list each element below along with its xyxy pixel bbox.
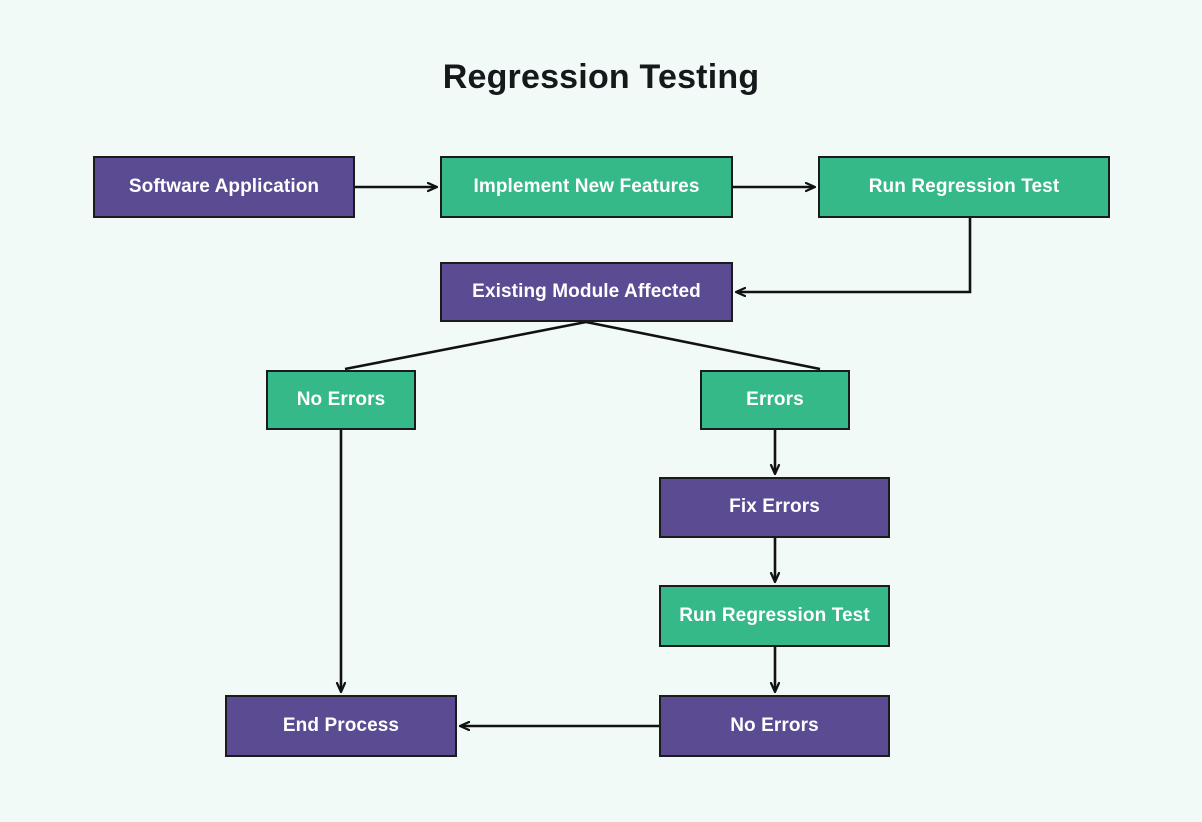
- node-no-errors-bottom[interactable]: No Errors: [659, 695, 890, 757]
- node-label: No Errors: [730, 714, 819, 736]
- node-fix-errors[interactable]: Fix Errors: [659, 477, 890, 538]
- edge-run-regression-test-top-to-existing-module-affected: [737, 218, 972, 292]
- node-label: Implement New Features: [473, 175, 700, 197]
- node-label: Existing Module Affected: [472, 280, 701, 302]
- node-end-process[interactable]: End Process: [225, 695, 457, 757]
- node-software-application[interactable]: Software Application: [93, 156, 355, 218]
- node-label: Software Application: [128, 175, 320, 197]
- node-no-errors-left[interactable]: No Errors: [266, 370, 416, 430]
- edge-existing-module-affected-to-errors: [585, 320, 821, 371]
- node-run-regression-test-top[interactable]: Run Regression Test: [818, 156, 1110, 218]
- page-title: Regression Testing: [442, 58, 760, 96]
- node-run-regression-test-bottom[interactable]: Run Regression Test: [659, 585, 890, 647]
- node-existing-module-affected[interactable]: Existing Module Affected: [440, 262, 733, 322]
- node-label: Run Regression Test: [679, 604, 870, 626]
- node-implement-new-features[interactable]: Implement New Features: [440, 156, 733, 218]
- node-label: Fix Errors: [729, 496, 820, 518]
- node-label: Run Regression Test: [868, 175, 1060, 197]
- node-label: No Errors: [296, 388, 386, 410]
- node-label: Errors: [746, 388, 804, 410]
- node-errors[interactable]: Errors: [700, 370, 850, 430]
- node-label: End Process: [282, 714, 400, 736]
- edge-existing-module-affected-to-no-errors-left: [344, 320, 587, 371]
